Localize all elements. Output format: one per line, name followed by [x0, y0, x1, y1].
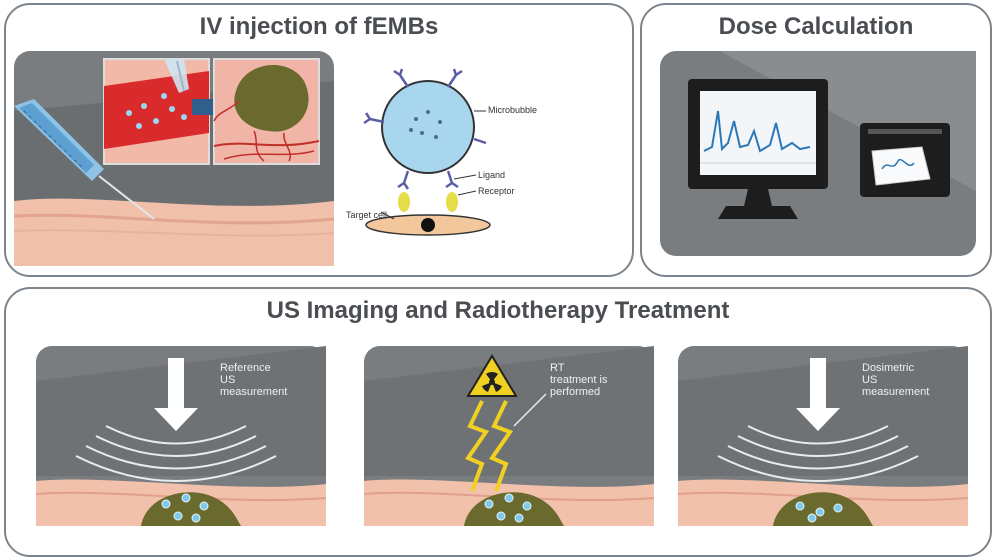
dose-panel: Dose Calculation: [640, 3, 992, 277]
step-2-caption: RT treatment is performed: [550, 362, 630, 398]
lightning-bolt-icon: [464, 400, 514, 492]
target-cell-label: Target cell: [346, 210, 388, 220]
microbubble-diagram: [363, 68, 491, 236]
caption-line: measurement: [220, 386, 288, 398]
dose-illustration: [660, 51, 976, 256]
down-arrow-icon: [796, 358, 840, 431]
imaging-panel-title: US Imaging and Radiotherapy Treatment: [266, 297, 730, 324]
step-1-caption: Reference US measurement: [220, 362, 300, 398]
computer-monitor-icon: [688, 79, 828, 219]
ultrasound-waves-icon: [75, 425, 277, 482]
tumor-zoom-inset: [213, 58, 320, 165]
step-1-reference-measurement: Reference US measurement: [35, 346, 327, 526]
caption-line: treatment is: [550, 374, 608, 386]
caption-line: US: [862, 374, 878, 386]
injection-panel: IV injection of fEMBs: [4, 3, 634, 277]
caption-line: Reference: [220, 362, 271, 374]
step-3-caption: Dosimetric US measurement: [862, 362, 942, 398]
injection-illustration: [14, 51, 334, 266]
microbubble-icon: [381, 80, 475, 174]
radiation-icon: [466, 354, 518, 397]
caption-line: performed: [550, 386, 601, 398]
injection-panel-title: IV injection of fEMBs: [199, 13, 439, 40]
caption-line: Dosimetric: [862, 362, 914, 374]
ultrasound-waves-icon: [717, 425, 919, 482]
receptor-label: Receptor: [478, 186, 515, 196]
caption-line: US: [220, 374, 236, 386]
microbubble-label: Microbubble: [488, 105, 538, 115]
dose-panel-title: Dose Calculation: [718, 13, 914, 40]
syringe-icon: [14, 99, 155, 220]
printer-icon: [860, 123, 950, 197]
caption-line: measurement: [862, 386, 930, 398]
caption-line: RT: [550, 362, 565, 374]
ligand-label: Ligand: [478, 170, 506, 180]
down-arrow-icon: [154, 358, 198, 431]
step-3-dosimetric-measurement: Dosimetric US measurement: [677, 346, 969, 526]
imaging-panel: US Imaging and Radiotherapy Treatment: [4, 287, 992, 557]
step-2-rt-treatment: RT treatment is performed: [363, 346, 655, 526]
